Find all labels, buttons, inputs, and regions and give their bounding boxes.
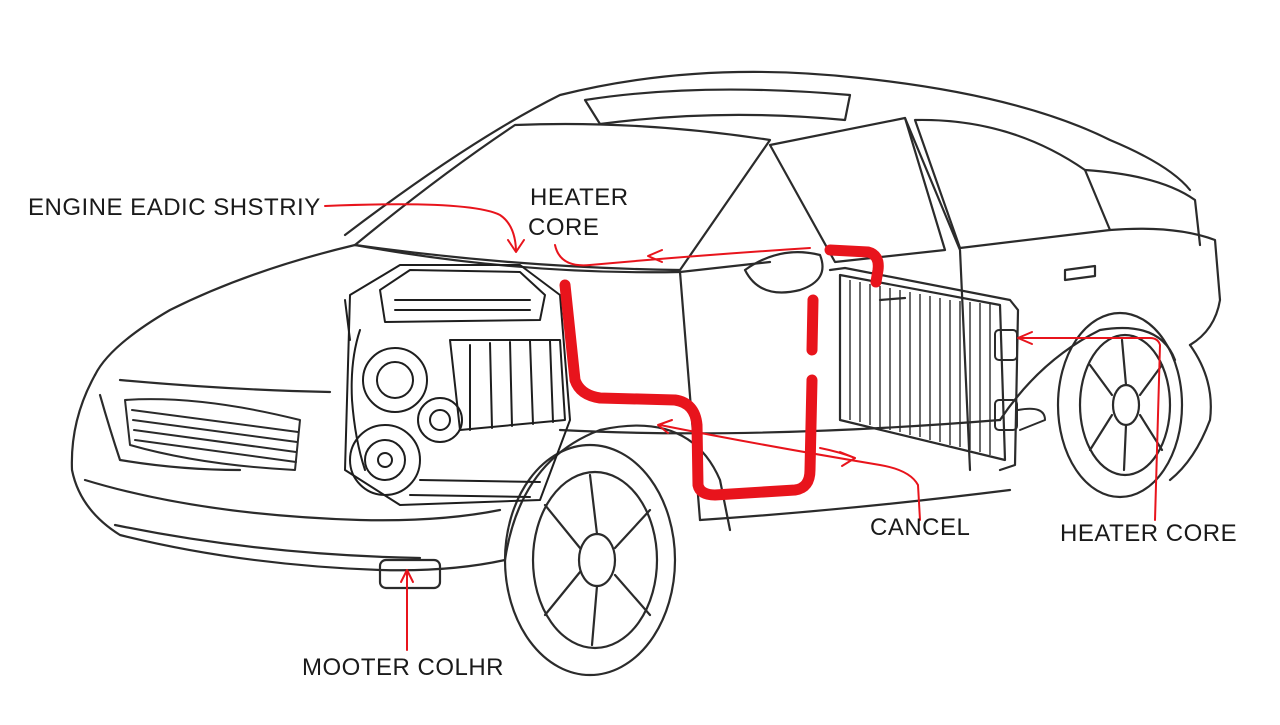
heater-core-top-label-line1: HEATER xyxy=(530,184,629,211)
car-body-icon xyxy=(70,70,1222,590)
engine-label: ENGINE EADIC SHSTRIY xyxy=(28,194,321,221)
grille xyxy=(124,398,301,471)
rear-wheel-icon xyxy=(1056,311,1184,499)
engine-icon xyxy=(344,264,571,506)
front-wheel-icon xyxy=(503,443,677,677)
heater-core-top-label-line2: CORE xyxy=(528,214,600,241)
mooter-label: MOOTER COLHR xyxy=(302,654,505,681)
coolant-hoses xyxy=(559,244,884,501)
heater-core-right-label: HEATER CORE xyxy=(1060,520,1238,547)
callout-arrows xyxy=(324,203,1161,651)
cancel-label: CANCEL xyxy=(870,514,971,541)
radiator-icon xyxy=(828,266,1046,472)
